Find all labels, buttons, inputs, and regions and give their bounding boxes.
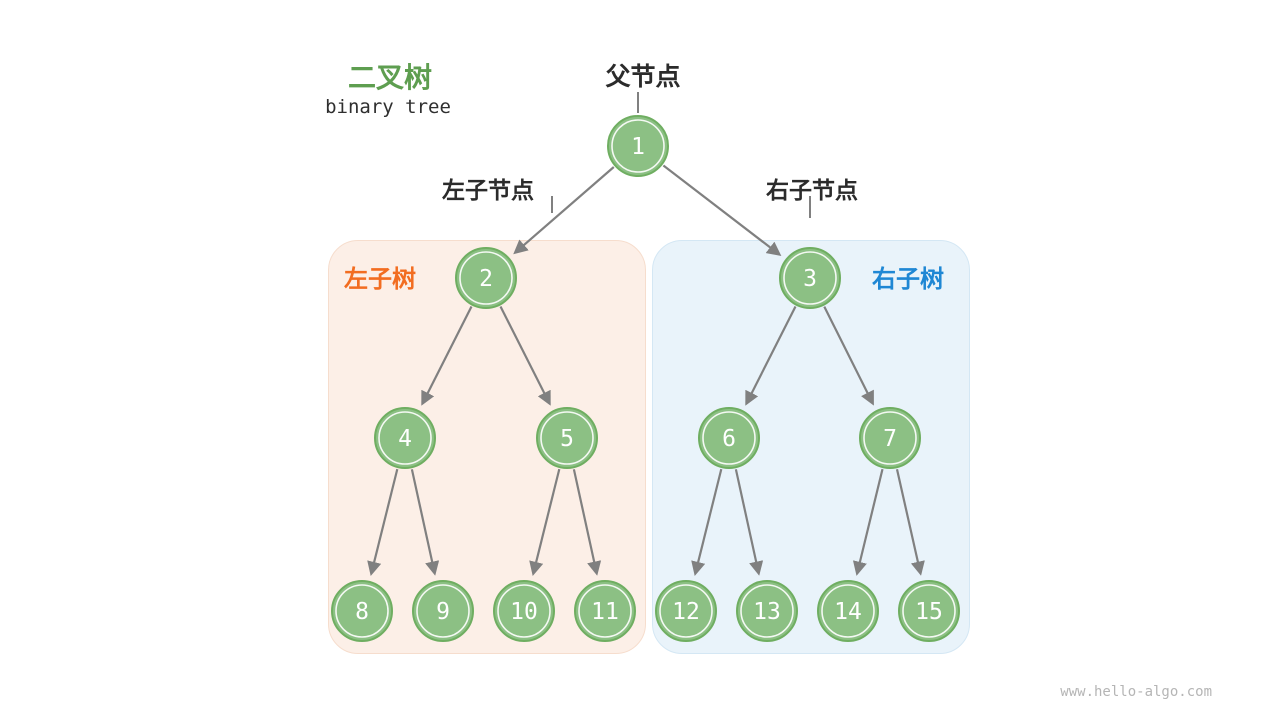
node-inner-ring [902, 584, 956, 638]
watermark: www.hello-algo.com [1060, 684, 1212, 700]
node-inner-ring [416, 584, 470, 638]
tree-edge-4-8 [367, 468, 399, 576]
node-value: 2 [479, 266, 493, 292]
node-circle [331, 580, 393, 642]
node-inner-ring [702, 411, 756, 465]
node-value: 7 [883, 426, 897, 452]
node-inner-ring [335, 584, 389, 638]
node-circle [779, 247, 841, 309]
node-value: 12 [672, 599, 700, 625]
tree-node-7: 7 [859, 407, 921, 469]
tree-edge-2-5 [499, 306, 551, 406]
node-circle [655, 580, 717, 642]
tree-edge-6-13 [734, 469, 764, 576]
node-inner-ring [611, 119, 665, 173]
node-value: 9 [436, 599, 450, 625]
tree-edge-5-10 [529, 468, 561, 576]
tree-edges [367, 164, 925, 576]
node-value: 4 [398, 426, 412, 452]
right-child-node-label: 右子节点 [766, 177, 858, 203]
node-circle [536, 407, 598, 469]
node-inner-ring [821, 584, 875, 638]
tree-node-1: 1 [607, 115, 669, 177]
tree-edge-1-2 [513, 166, 615, 255]
tree-node-6: 6 [698, 407, 760, 469]
node-value: 6 [722, 426, 736, 452]
tree-node-4: 4 [374, 407, 436, 469]
tree-node-11: 11 [574, 580, 636, 642]
left-child-node-label: 左子节点 [442, 177, 534, 203]
node-circle [455, 247, 517, 309]
node-inner-ring [863, 411, 917, 465]
tree-edge-4-9 [410, 469, 440, 576]
node-inner-ring [783, 251, 837, 305]
node-value: 1 [631, 134, 645, 160]
tree-edge-3-7 [823, 306, 874, 406]
tree-node-3: 3 [779, 247, 841, 309]
tree-node-5: 5 [536, 407, 598, 469]
node-inner-ring [659, 584, 713, 638]
node-value: 3 [803, 266, 817, 292]
node-circle [898, 580, 960, 642]
node-circle [698, 407, 760, 469]
figure-subtitle: binary tree [325, 96, 451, 118]
figure-title: 二叉树 [347, 62, 433, 93]
node-value: 5 [560, 426, 574, 452]
node-circle [736, 580, 798, 642]
node-circle [574, 580, 636, 642]
node-value: 8 [355, 599, 369, 625]
node-value: 10 [510, 599, 538, 625]
node-value: 14 [834, 599, 862, 625]
node-circle [817, 580, 879, 642]
tree-node-12: 12 [655, 580, 717, 642]
tree-edge-5-11 [572, 469, 602, 576]
node-inner-ring [459, 251, 513, 305]
node-circle [493, 580, 555, 642]
left-subtree-label: 左子树 [344, 266, 416, 293]
tree-node-9: 9 [412, 580, 474, 642]
node-circle [859, 407, 921, 469]
tree-edge-2-4 [421, 306, 473, 406]
tree-node-14: 14 [817, 580, 879, 642]
node-circle [412, 580, 474, 642]
tree-node-13: 13 [736, 580, 798, 642]
node-circle [607, 115, 669, 177]
node-value: 13 [753, 599, 781, 625]
tree-node-2: 2 [455, 247, 517, 309]
node-circle [374, 407, 436, 469]
tree-edge-3-6 [745, 306, 797, 406]
node-value: 11 [591, 599, 619, 625]
parent-node-label: 父节点 [605, 63, 681, 91]
node-inner-ring [497, 584, 551, 638]
right-subtree-label: 右子树 [872, 266, 944, 293]
node-inner-ring [540, 411, 594, 465]
tree-edge-7-15 [895, 468, 925, 576]
node-inner-ring [378, 411, 432, 465]
tree-node-15: 15 [898, 580, 960, 642]
label-pointer-lines [551, 92, 811, 218]
tree-edge-6-12 [691, 468, 723, 576]
node-value: 15 [915, 599, 943, 625]
tree-node-10: 10 [493, 580, 555, 642]
tree-edge-7-14 [852, 468, 884, 576]
node-inner-ring [740, 584, 794, 638]
tree-edge-1-3 [662, 164, 782, 257]
tree-node-8: 8 [331, 580, 393, 642]
node-inner-ring [578, 584, 632, 638]
